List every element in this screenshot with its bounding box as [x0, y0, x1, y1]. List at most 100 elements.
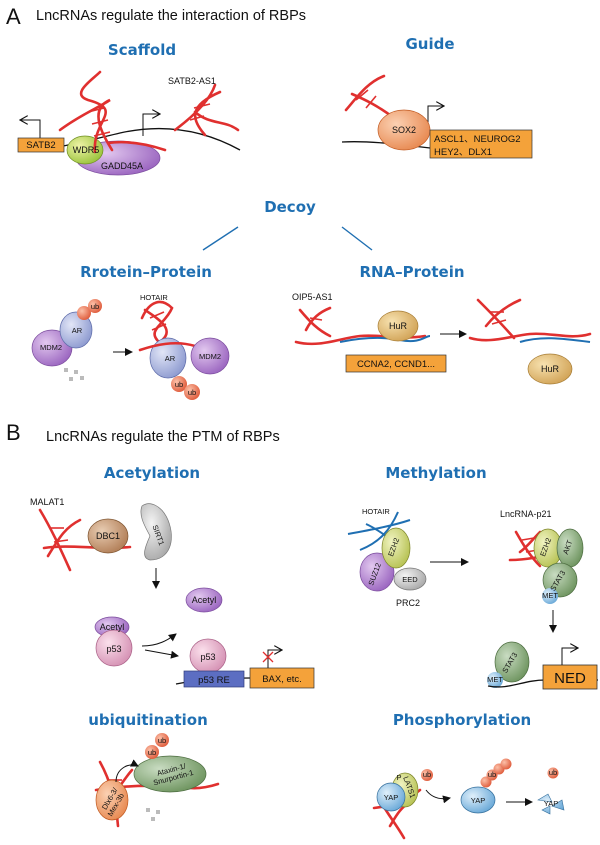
yap-label: YAP [471, 796, 485, 805]
acetyl-group [185, 587, 223, 613]
guide-heading: Guide [405, 35, 454, 53]
panel-b-letter: B [6, 420, 21, 445]
ub-icon [184, 384, 200, 400]
rna-protein-gene-box [345, 354, 447, 373]
met-label: MET [542, 591, 558, 600]
yap-label: YAP [384, 793, 398, 802]
ataxin-protein [133, 755, 207, 793]
lncrna-p21-rna [514, 530, 542, 568]
eed-label: EED [402, 575, 418, 584]
satb2-as1-label: SATB2-AS1 [168, 76, 216, 86]
p53-label: p53 [200, 652, 215, 662]
hotair-rna [140, 300, 174, 345]
ub-icon [171, 376, 187, 392]
protein-protein-heading: Rrotein–Protein [80, 263, 212, 281]
ub-label: ub [549, 768, 557, 777]
decoy-branch-right [341, 226, 373, 251]
prc2-label: PRC2 [396, 598, 420, 608]
tss-arrow [561, 648, 578, 665]
yap-protein [376, 782, 406, 812]
ub-label: ub [158, 736, 166, 745]
ub-icon [547, 767, 559, 779]
hur-protein [377, 310, 419, 342]
met-group [542, 588, 558, 604]
p-label: P [396, 773, 401, 782]
scaffold-heading: Scaffold [108, 41, 176, 59]
phosphorylation-heading: Phosphorylation [393, 711, 531, 729]
oip5-as1-label: OIP5-AS1 [292, 292, 333, 302]
panel-a-letter: A [6, 4, 21, 29]
rna-protein-heading: RNA–Protein [359, 263, 464, 281]
gadd45a-label: GADD45A [101, 161, 143, 171]
guide-gene-box [429, 129, 533, 159]
rna-helix [476, 298, 522, 340]
phosphorylation-diagram [372, 758, 565, 840]
hur-label: HuR [541, 364, 560, 374]
sirt1-protein [140, 503, 172, 561]
dbc1-protein [87, 518, 129, 554]
mdm2-protein [190, 337, 230, 375]
hotair-label: HOTAIR [362, 507, 390, 516]
rna-helix [58, 98, 114, 152]
ub-label: ub [148, 748, 156, 757]
ub-icon [145, 745, 159, 759]
ub-label: ub [188, 388, 196, 397]
ub-icon [421, 769, 433, 781]
p53-re-box [183, 670, 245, 688]
decoy-branch-left [202, 226, 239, 251]
scaffold-diagram [17, 70, 241, 176]
hur-protein [527, 353, 573, 385]
ub-icon [155, 733, 169, 747]
degraded-yap [537, 793, 565, 815]
methylation-heading: Methylation [385, 464, 486, 482]
dlx6-protein [95, 779, 129, 821]
guide-gene-line-1: ASCL1、NEUROG2 [434, 134, 521, 145]
sox2-label: SOX2 [392, 125, 416, 135]
p53-label: p53 [106, 644, 121, 654]
ar-protein [59, 311, 93, 349]
tss-arrow [20, 120, 41, 146]
ub-icon [500, 758, 512, 770]
rna-protein-diagram [294, 298, 592, 385]
ub-label: ub [488, 770, 496, 779]
suz12-protein [359, 552, 395, 592]
methylation-diagram [347, 511, 598, 690]
ar-protein [149, 337, 187, 379]
acetylation-heading: Acetylation [104, 464, 200, 482]
ub-label: ub [91, 302, 99, 311]
yap-label: YAP [544, 799, 558, 808]
rna-tail [106, 140, 167, 152]
satb2-as1-rna [173, 83, 222, 137]
acetylation-diagram [38, 503, 315, 689]
mdm2-label: MDM2 [40, 343, 62, 352]
hotair-rna [347, 519, 411, 535]
stat3-protein [494, 641, 530, 683]
ubiquitination-heading: ubiquitination [88, 711, 208, 729]
acetyl-label: Acetyl [100, 622, 125, 632]
tss-arrow [427, 106, 444, 128]
dbc1-label: DBC1 [96, 531, 120, 541]
panel-b-title: LncRNAs regulate the PTM of RBPs [46, 429, 280, 445]
decoy-heading: Decoy [264, 198, 316, 216]
mdm2-label: MDM2 [199, 352, 221, 361]
block-mark [262, 651, 274, 663]
guide-gene-line-2: HEY2、DLX1 [434, 147, 492, 158]
lncrna-p21-label: LncRNA-p21 [500, 509, 552, 519]
ar-label: AR [72, 326, 83, 335]
met-label: MET [487, 675, 503, 684]
ned-label: NED [554, 670, 586, 687]
satb2-label: SATB2 [26, 140, 55, 151]
eed-protein [393, 567, 427, 591]
panel-a-title: LncRNAs regulate the interaction of RBPs [36, 8, 306, 24]
wdr5-label: WDR5 [73, 145, 100, 155]
ezh2-protein [381, 527, 411, 569]
ned-box [542, 664, 598, 690]
rna-helix [79, 70, 107, 154]
bax-box [249, 667, 315, 689]
tss-arrow [267, 650, 282, 668]
rna-protein-gene-label: CCNA2, CCND1... [357, 359, 435, 370]
hur-label: HuR [389, 321, 408, 331]
hotair-label: HOTAIR [140, 293, 168, 302]
guide-diagram [341, 74, 533, 159]
